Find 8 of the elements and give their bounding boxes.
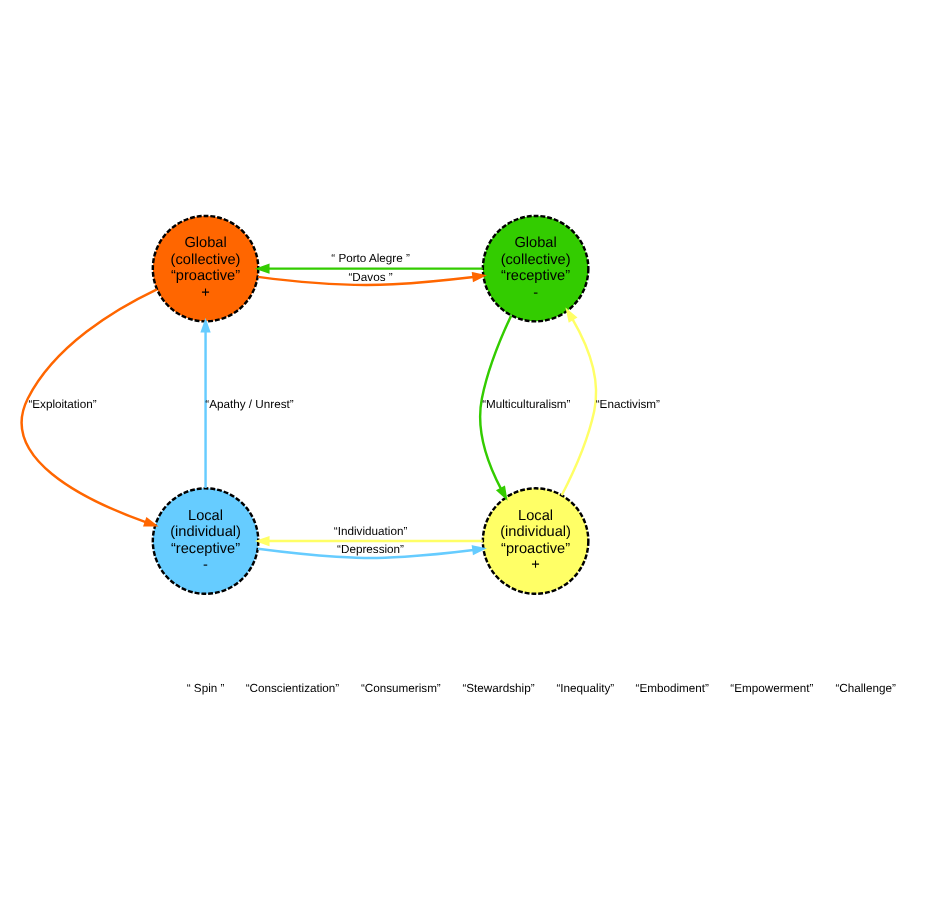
arrow [20, 288, 159, 527]
arrow [257, 271, 487, 287]
arrow [254, 535, 483, 547]
arrow [254, 263, 483, 274]
arrow [257, 545, 487, 560]
arrow [560, 307, 598, 496]
arrow [479, 315, 513, 501]
arrow [200, 317, 211, 488]
